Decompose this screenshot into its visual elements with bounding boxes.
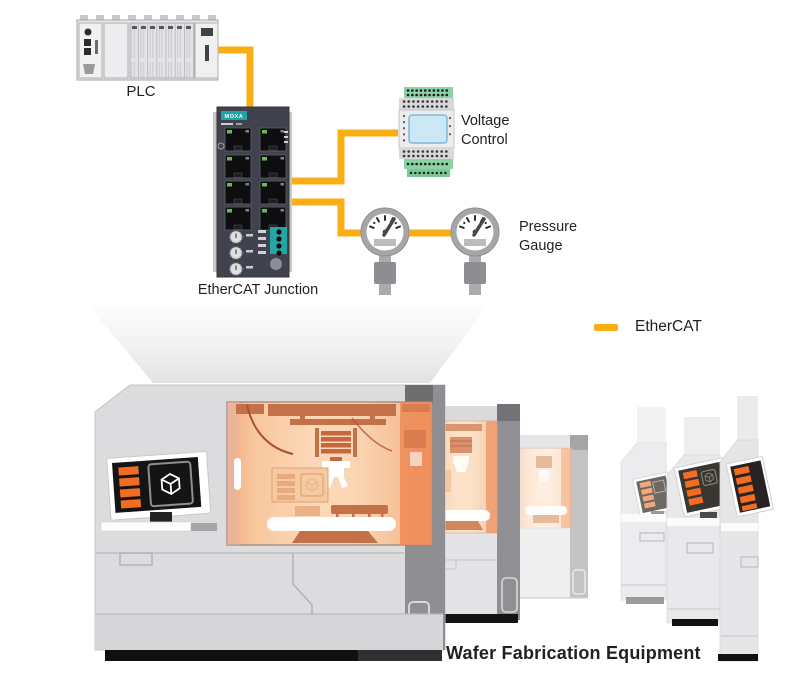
cable-plc-to-junction (214, 46, 254, 112)
voltage-control-display (408, 114, 448, 144)
fab-machine-main (94, 384, 446, 661)
rotary-switch (229, 262, 243, 276)
robot-gripper-icon (322, 461, 350, 488)
cube-icon (160, 472, 181, 495)
terminal-block (258, 227, 287, 256)
junction-label: EtherCAT Junction (197, 282, 319, 298)
plc-label: PLC (126, 83, 156, 100)
ethercat-junction-device: MOXA (213, 106, 292, 278)
console-machine-front (718, 396, 774, 662)
legend-label: EtherCAT (635, 318, 702, 335)
machine-base (105, 650, 358, 661)
rotary-switch (229, 230, 243, 244)
pressure-gauge-1 (359, 206, 411, 297)
machine-monitor (100, 451, 217, 532)
svg-text:MOXA: MOXA (225, 114, 244, 120)
equipment-label: Wafer Fabrication Equipment (446, 643, 701, 663)
pressure-gauge-label: Pressure Gauge (519, 219, 578, 254)
voltage-control-label: Voltage Control (461, 113, 510, 148)
legend-line (594, 324, 618, 331)
moxa-logo: MOXA (221, 111, 247, 120)
zoom-beam (88, 305, 488, 383)
bellows-actuator (315, 428, 357, 462)
cable-junction-to-voltage-control (288, 129, 398, 185)
plc-illustration (76, 15, 219, 81)
pressure-gauge-2 (449, 206, 501, 297)
rotary-switch (229, 246, 243, 260)
wafer-stage (267, 517, 396, 531)
process-chamber-window (226, 401, 433, 546)
console-machine-back (620, 407, 677, 604)
voltage-control-device (398, 87, 455, 177)
fab-machine-echo-2 (513, 435, 588, 599)
console-machine-middle (666, 417, 733, 626)
chamber-wall-panel (271, 467, 329, 503)
